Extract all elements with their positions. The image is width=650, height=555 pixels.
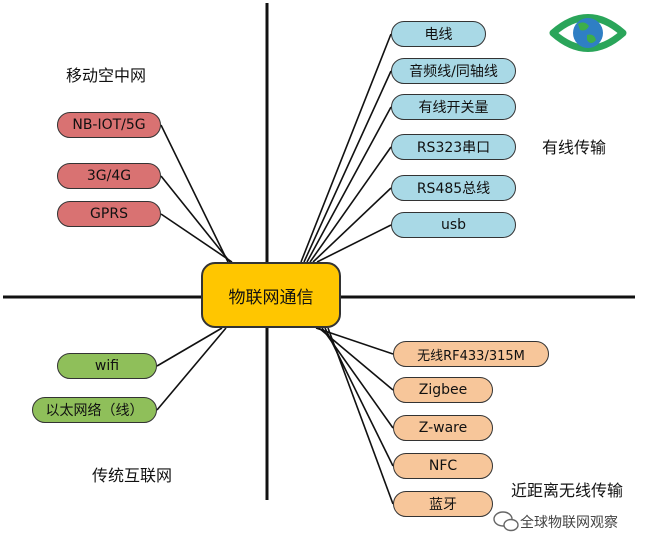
connector-line xyxy=(312,187,392,263)
connector-line xyxy=(156,327,227,411)
connector-line xyxy=(303,70,392,263)
node-nb-iot-5g: NB-IOT/5G xyxy=(57,112,161,138)
quadrant-label-internet: 传统互联网 xyxy=(92,466,173,485)
node-bluetooth: 蓝牙 xyxy=(393,491,493,517)
node-3g-4g: 3G/4G xyxy=(57,163,161,189)
connector-line xyxy=(300,33,392,263)
node-power-line: 电线 xyxy=(391,21,486,47)
node-serial-port: RS323串口 xyxy=(391,134,516,160)
wechat-icon xyxy=(493,511,519,532)
quadrant-label-wireless: 近距离无线传输 xyxy=(511,481,624,500)
quadrant-label-mobile: 移动空中网 xyxy=(66,66,147,85)
node-gprs: GPRS xyxy=(57,201,161,227)
eye-globe-logo xyxy=(549,14,627,52)
node-usb: usb xyxy=(391,212,516,238)
node-rs485-bus: RS485总线 xyxy=(391,175,516,201)
node-rf433: 无线RF433/315M xyxy=(393,341,549,367)
connector-line xyxy=(160,124,229,263)
connector-line xyxy=(309,146,392,263)
node-audio-coax: 音频线/同轴线 xyxy=(391,58,516,84)
node-zigbee: Zigbee xyxy=(393,377,493,403)
connector-line xyxy=(160,213,233,263)
center-node: 物联网通信 xyxy=(201,262,341,328)
connector-line xyxy=(327,327,394,505)
connector-line xyxy=(306,106,392,263)
node-nfc: NFC xyxy=(393,453,493,479)
connector-line xyxy=(316,224,392,263)
watermark-text: 全球物联网观察 xyxy=(520,515,618,531)
connector-line xyxy=(156,327,223,367)
quadrant-label-wired: 有线传输 xyxy=(542,138,607,157)
node-wired-switch: 有线开关量 xyxy=(391,94,516,120)
node-z-ware: Z-ware xyxy=(393,415,493,441)
node-wifi: wifi xyxy=(57,353,157,379)
connector-line xyxy=(160,175,231,263)
node-ethernet: 以太网络（线） xyxy=(32,397,157,423)
